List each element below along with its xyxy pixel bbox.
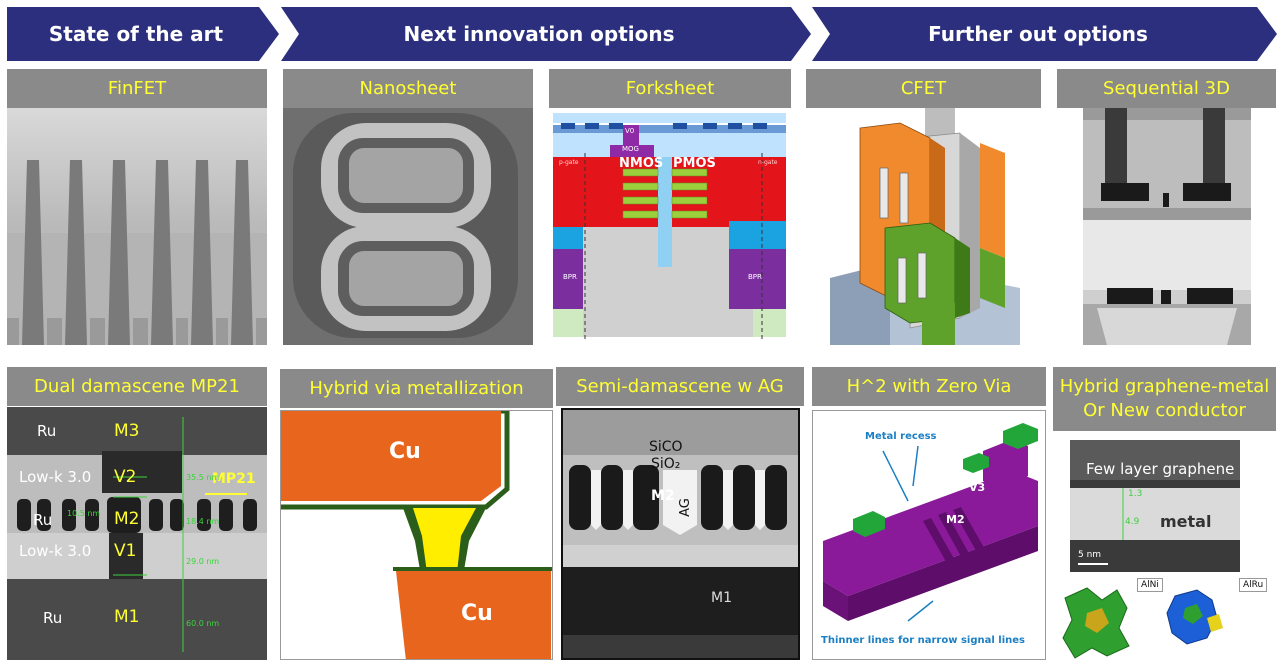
dd-dim-600: 60.0 nm [186, 619, 220, 628]
banner-next-innovation-label: Next innovation options [403, 22, 675, 46]
dd-lowk-top: Low-k 3.0 [19, 468, 92, 486]
semi-dam-m2: M2 [651, 488, 675, 504]
graphene-alni: AlNi [1137, 578, 1163, 592]
graphene-dim-13: 1.3 [1128, 489, 1143, 499]
finfet-image [7, 108, 267, 345]
dd-mp21: MP21 [212, 471, 256, 487]
dd-dim-105: 10.5 nm [67, 509, 101, 518]
header-semi-damascene: Semi-damascene w AG [556, 367, 804, 406]
header-hybrid-graphene-line2: Or New conductor [1083, 400, 1246, 421]
forksheet-image: NMOS PMOS MOG V0 p-gate n-gate BPR BPR [553, 113, 786, 341]
hybrid-via-image: Cu Cu [280, 410, 553, 660]
semi-dam-sico: SiCO [649, 439, 683, 455]
dd-v1: V1 [114, 541, 137, 561]
dd-ru-mid: Ru [33, 511, 53, 529]
header-sequential3d: Sequential 3D [1057, 69, 1276, 108]
dual-damascene-image: Ru M3 Low-k 3.0 V2 MP21 Ru M2 Low-k 3.0 … [7, 407, 267, 660]
dd-m2: M2 [114, 509, 140, 529]
semi-dam-sio2: SiO₂ [651, 456, 681, 472]
header-h2-zero-via: H^2 with Zero Via [812, 367, 1046, 406]
header-nanosheet: Nanosheet [283, 69, 533, 108]
header-finfet: FinFET [7, 69, 267, 108]
forksheet-pmos-label: PMOS [673, 156, 716, 171]
forksheet-v0-label: V0 [625, 127, 635, 135]
graphene-alru: AlRu [1239, 578, 1268, 592]
banner-state-of-art: State of the art [7, 7, 279, 61]
h2-thinner-lines: Thinner lines for narrow signal lines [821, 635, 1025, 646]
banner-state-of-art-label: State of the art [48, 22, 224, 46]
header-dual-damascene: Dual damascene MP21 [7, 367, 267, 406]
h2-m2: M2 [946, 513, 965, 526]
dd-v2: V2 [114, 467, 137, 487]
h2-metal-recess: Metal recess [865, 431, 937, 442]
header-hybrid-via: Hybrid via metallization [280, 369, 553, 408]
graphene-scale: 5 nm [1078, 550, 1102, 560]
nanosheet-image [283, 108, 533, 345]
dd-dim-355: 35.5 nm [186, 473, 220, 482]
header-hybrid-graphene: Hybrid graphene-metal Or New conductor [1053, 367, 1276, 431]
forksheet-pgate-label: p-gate [559, 159, 579, 166]
semi-dam-m1: M1 [711, 590, 732, 606]
dd-dim-184: 18.4 nm [186, 517, 220, 526]
dd-dim-290: 29.0 nm [186, 557, 220, 566]
graphene-few-layer: Few layer graphene [1086, 460, 1235, 478]
h2-zero-via-image: Metal recess V3 M2 Thinner lines for nar… [812, 410, 1046, 660]
hybrid-via-cu-bottom: Cu [461, 601, 493, 626]
banner-next-innovation: Next innovation options [281, 7, 811, 61]
banner-further-out: Further out options [812, 7, 1277, 61]
header-forksheet: Forksheet [549, 69, 791, 108]
header-cfet: CFET [806, 69, 1041, 108]
semi-damascene-image: SiCO SiO₂ M2 AG M1 [561, 408, 800, 660]
dd-ru-bot: Ru [43, 609, 63, 627]
sequential3d-image [1083, 108, 1251, 345]
cfet-image [830, 108, 1030, 345]
hybrid-via-cu-top: Cu [389, 439, 421, 464]
semi-dam-ag: AG [677, 498, 693, 517]
dd-m3: M3 [114, 421, 140, 441]
forksheet-nmos-label: NMOS [619, 156, 664, 171]
h2-v3: V3 [969, 481, 986, 494]
banner-further-out-label: Further out options [928, 22, 1148, 46]
graphene-tem-image: Few layer graphene metal 1.3 4.9 5 nm [1070, 440, 1240, 572]
graphene-structures: AlNi AlRu [1057, 578, 1277, 664]
dd-m1: M1 [114, 607, 140, 627]
forksheet-ngate-label: n-gate [758, 159, 778, 166]
graphene-dim-49: 4.9 [1125, 517, 1140, 527]
forksheet-mog-label: MOG [622, 145, 639, 153]
header-hybrid-graphene-line1: Hybrid graphene-metal [1059, 376, 1270, 397]
dd-lowk-bot: Low-k 3.0 [19, 542, 92, 560]
dd-ru-top: Ru [37, 422, 57, 440]
forksheet-bpr-right: BPR [748, 273, 762, 281]
graphene-metal: metal [1160, 512, 1212, 531]
forksheet-bpr-left: BPR [563, 273, 577, 281]
